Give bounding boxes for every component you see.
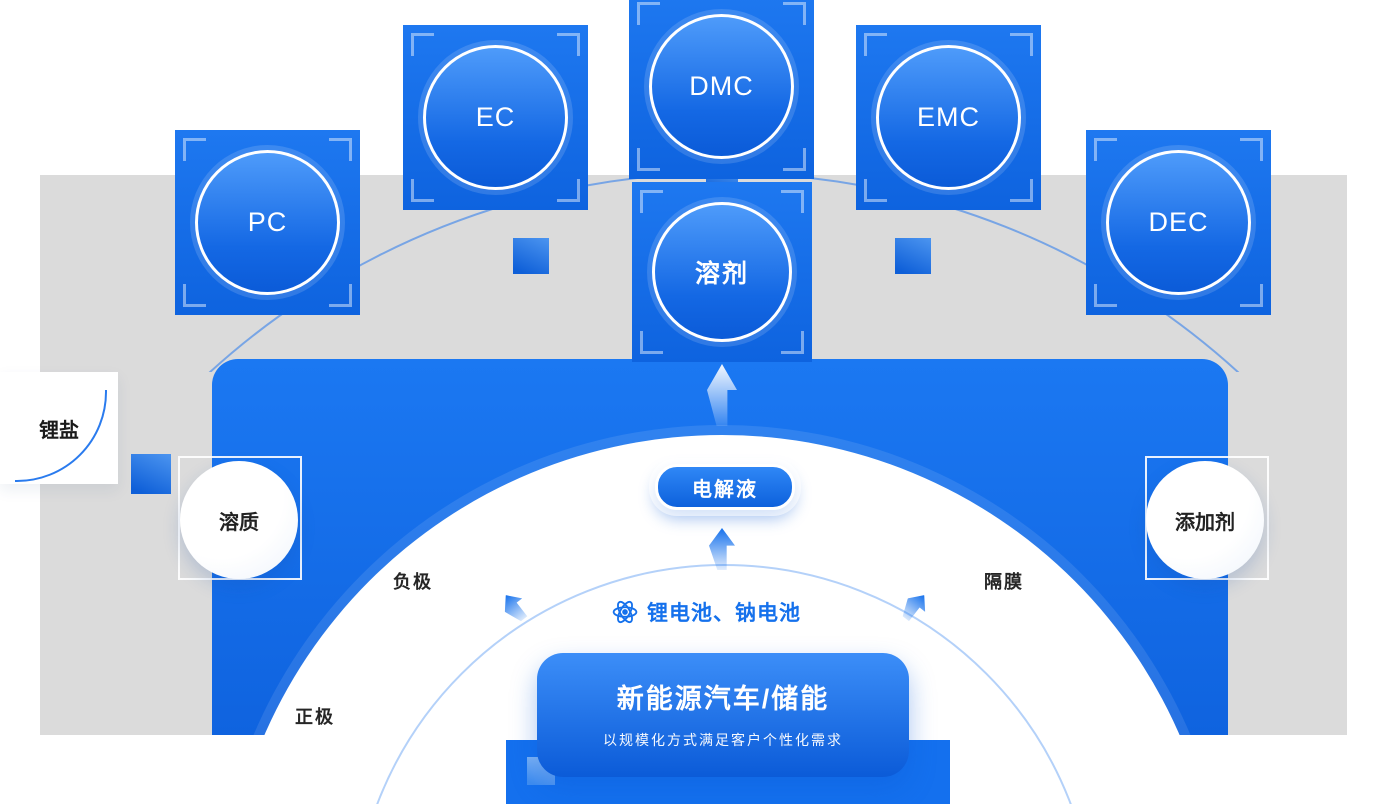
corner-bracket	[637, 2, 660, 25]
bottom-card-subtitle: 以规模化方式满足客户个性化需求	[603, 732, 843, 748]
corner-bracket	[783, 148, 806, 171]
node-pc-label: PC	[247, 207, 288, 237]
corner-bracket	[640, 331, 663, 354]
corner-bracket	[411, 179, 434, 202]
corner-bracket	[411, 33, 434, 56]
node-dmc: DMC	[629, 0, 814, 179]
corner-bracket	[637, 148, 660, 171]
corner-bracket	[183, 138, 206, 161]
deco-square	[131, 454, 171, 494]
solute-circle: 溶质	[180, 461, 298, 579]
corner-bracket	[1094, 284, 1117, 307]
separator-label: 隔膜	[984, 572, 1024, 592]
corner-bracket	[783, 2, 806, 25]
corner-bracket	[183, 284, 206, 307]
node-dmc-circle: DMC	[649, 14, 794, 159]
node-dec-circle: DEC	[1106, 150, 1251, 295]
node-dec-label: DEC	[1148, 207, 1209, 237]
battery-row: 锂电池、钠电池	[612, 597, 801, 627]
node-pc-circle: PC	[195, 150, 340, 295]
deco-square	[513, 238, 549, 274]
node-ec-circle: EC	[423, 45, 568, 190]
corner-bracket	[329, 284, 352, 307]
atom-icon	[612, 599, 638, 625]
node-solvent: 溶剂	[632, 182, 812, 362]
node-emc-label: EMC	[917, 102, 980, 132]
corner-bracket	[1094, 138, 1117, 161]
corner-bracket	[781, 190, 804, 213]
battery-text: 锂电池、钠电池	[647, 602, 801, 625]
corner-bracket	[557, 33, 580, 56]
node-ec: EC	[403, 25, 588, 210]
corner-bracket	[1010, 33, 1033, 56]
lithium-salt-box: 锂盐	[0, 372, 118, 484]
node-emc-circle: EMC	[876, 45, 1021, 190]
corner-bracket	[1010, 179, 1033, 202]
bottom-card: 新能源汽车/储能 以规模化方式满足客户个性化需求	[537, 653, 909, 777]
corner-bracket	[864, 179, 887, 202]
corner-bracket	[781, 331, 804, 354]
corner-bracket	[557, 179, 580, 202]
corner-bracket	[1240, 138, 1263, 161]
positive-electrode-label: 正极	[295, 707, 335, 727]
node-dmc-label: DMC	[689, 71, 754, 101]
node-solvent-circle: 溶剂	[652, 202, 792, 342]
electrolyte-label: 电解液	[692, 478, 758, 501]
solute-label: 溶质	[219, 511, 259, 534]
bottom-card-title: 新能源汽车/储能	[616, 684, 830, 714]
node-ec-label: EC	[475, 102, 516, 132]
corner-bracket	[1240, 284, 1263, 307]
solute-outline	[178, 456, 302, 580]
corner-bracket	[864, 33, 887, 56]
lithium-salt-label: 锂盐	[39, 419, 79, 442]
deco-square	[895, 238, 931, 274]
additive-circle: 添加剂	[1146, 461, 1264, 579]
pill-peak-decor	[712, 446, 730, 458]
additive-label: 添加剂	[1175, 511, 1235, 534]
node-dec: DEC	[1086, 130, 1271, 315]
node-pc: PC	[175, 130, 360, 315]
corner-bracket	[329, 138, 352, 161]
node-emc: EMC	[856, 25, 1041, 210]
node-solvent-label: 溶剂	[694, 260, 749, 288]
negative-electrode-label: 负极	[393, 572, 433, 592]
electrolyte-pill: 电解液	[655, 464, 795, 510]
corner-bracket	[640, 190, 663, 213]
